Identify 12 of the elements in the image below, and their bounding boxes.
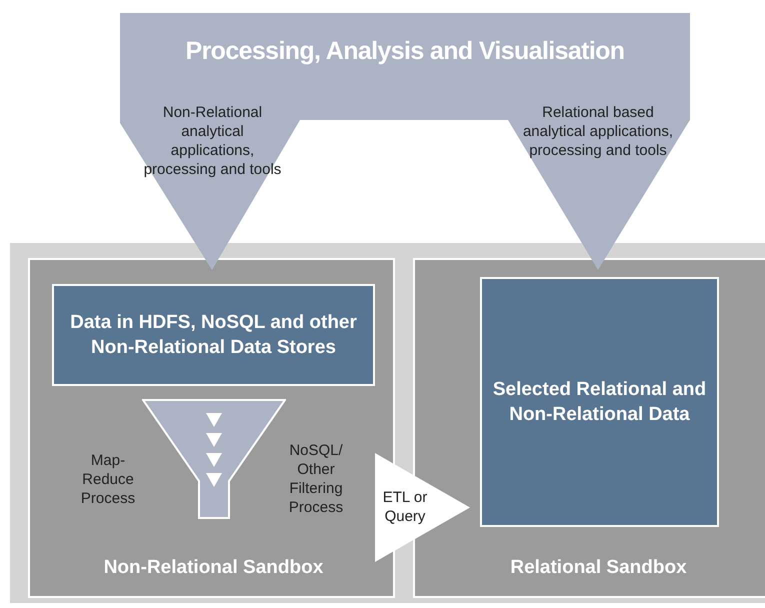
process-label: Map-Reduce Process [80,451,136,508]
process-label: NoSQL/ Other Filtering Process [288,441,344,517]
callout-text: Relational based analytical applications, processing and tools [522,103,674,160]
arrow-label: ETL or Query [382,488,428,526]
banner-title: Processing, Analysis and Visualisation [184,36,626,67]
data-store-box [52,284,375,386]
data-store-box [480,277,719,527]
callout-text: Non-Relational analytical applications, processing and tools [142,103,282,179]
box-title: Selected Relational and Non-Relational Data [492,378,708,427]
box-title: Data in HDFS, NoSQL and other Non-Relational Data Stores [69,311,358,360]
sandbox-title: Non-Relational Sandbox [102,556,324,580]
sandbox-title: Relational Sandbox [509,556,688,580]
